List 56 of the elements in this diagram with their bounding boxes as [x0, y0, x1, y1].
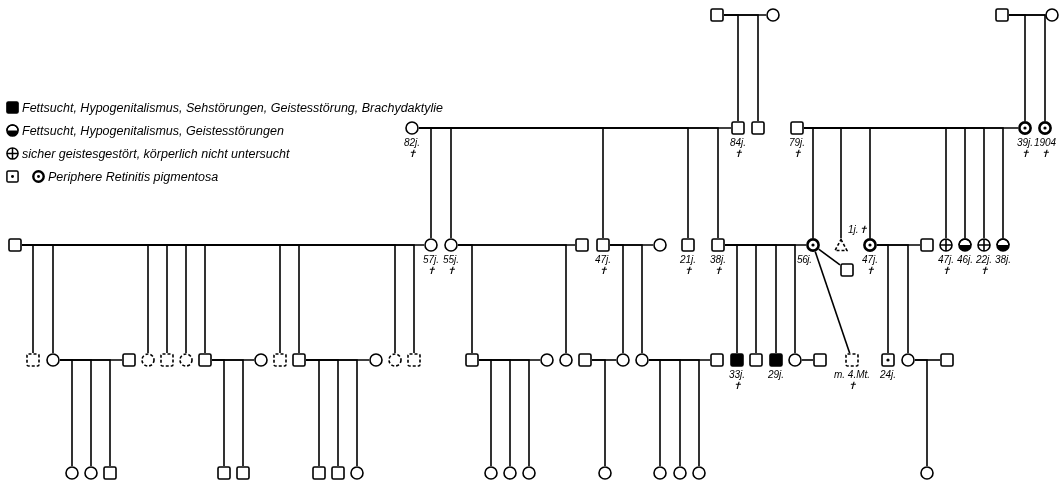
note-text: ✝	[446, 265, 456, 276]
pedigree-line	[648, 359, 700, 467]
note-text: ✝	[979, 265, 989, 276]
note-text: ✝	[733, 148, 743, 159]
pedigree-line	[609, 244, 643, 354]
note-text: 47j.	[594, 254, 612, 265]
note-text: 82j.	[403, 137, 421, 148]
note-text: 47j.	[861, 254, 879, 265]
legend-text: Fettsucht, Hypogenitalismus, Geistesstörungen	[22, 123, 284, 138]
note-text: ✝	[732, 380, 742, 391]
pedigree-line	[724, 244, 796, 354]
note-text: ✝	[1020, 148, 1030, 159]
pedigree-line	[814, 250, 851, 354]
note-text: 1j.✝	[848, 224, 867, 235]
pedigree-line	[59, 359, 111, 467]
note-text: ✝	[426, 265, 436, 276]
note-text: 33j.	[728, 369, 746, 380]
note-text: ✝	[683, 265, 693, 276]
pedigree-line	[723, 14, 759, 122]
note-text: ✝	[598, 265, 608, 276]
note-text: ✝	[713, 265, 723, 276]
pedigree-line	[1008, 14, 1046, 122]
note-text: 38j.	[994, 254, 1012, 265]
pedigree-line	[211, 359, 244, 467]
note-text: 39j.	[1016, 137, 1034, 148]
note-text: 57j.	[422, 254, 440, 265]
note-text: 47j.	[937, 254, 955, 265]
note-text: ✝	[1040, 148, 1050, 159]
legend-text: sicher geistesgestört, körperlich nicht untersucht	[22, 146, 290, 161]
legend-text: Periphere Retinitis pigmentosa	[48, 169, 219, 184]
note-text: ✝	[407, 148, 417, 159]
pedigree-line	[876, 244, 909, 354]
note-text: 46j.	[956, 254, 974, 265]
note-text: 84j.	[729, 137, 747, 148]
pedigree-line	[801, 359, 814, 361]
note-text: 21j.	[679, 254, 697, 265]
pedigree-line	[478, 359, 530, 467]
note-text: 1904	[1033, 137, 1057, 148]
pedigree-line	[305, 359, 358, 467]
note-text: 56j.	[797, 254, 812, 265]
note-text: 24j.	[879, 369, 897, 380]
pedigree-line	[591, 359, 606, 467]
pedigree-line	[457, 244, 567, 354]
note-text: 22j.	[975, 254, 993, 265]
note-text: ✝	[865, 265, 875, 276]
note-text: ✝	[941, 265, 951, 276]
note-text: 38j.	[709, 254, 727, 265]
note-text: 29j.	[767, 369, 785, 380]
note-text: 55j.	[442, 254, 460, 265]
note-text: 79j.	[788, 137, 806, 148]
note-text: ✝	[847, 380, 857, 391]
note-text: ✝	[792, 148, 802, 159]
pedigree-line	[914, 359, 928, 467]
pedigree-line	[817, 248, 841, 266]
legend-text: Fettsucht, Hypogenitalismus, Sehstörungen, Geistesstörung, Brachydaktylie	[22, 100, 444, 115]
note-text: m. 4.Mt.	[833, 369, 871, 380]
